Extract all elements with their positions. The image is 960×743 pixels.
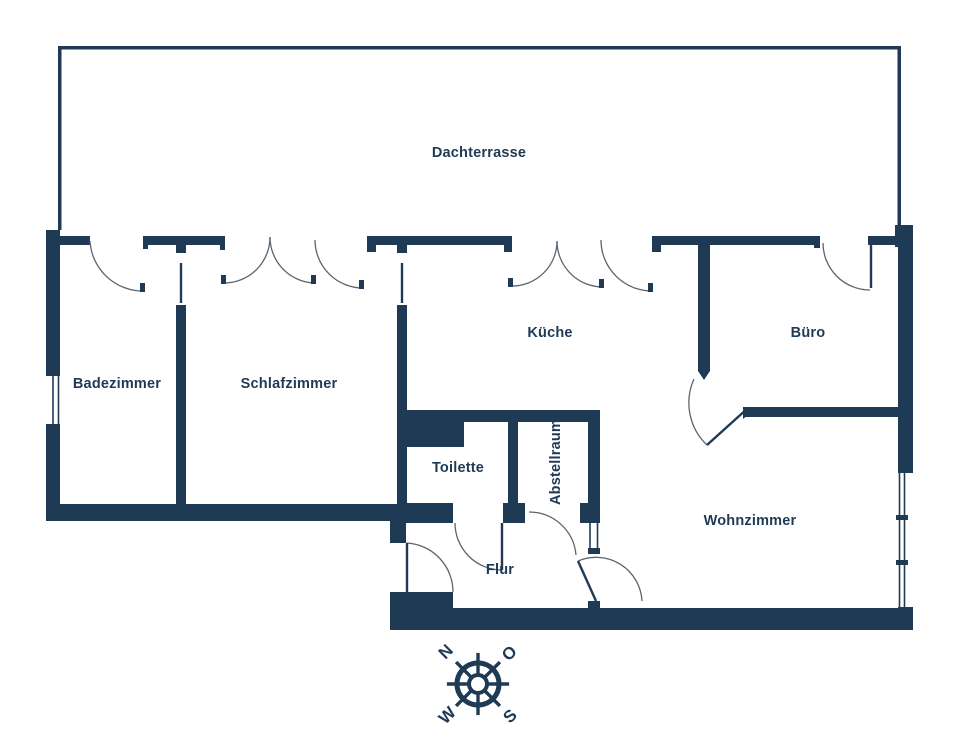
door-kueche-terrace-left: [511, 240, 558, 287]
door-kueche-wohnzimmer: [688, 378, 708, 446]
room-label-flur: Flur: [485, 562, 515, 578]
compass-ring: [454, 660, 502, 708]
door-leaves: [179, 245, 873, 602]
room-label-badezimmer: Badezimmer: [72, 376, 162, 392]
door-schlafzimmer-terrace-single: [314, 239, 364, 289]
room-label-schlafzimmer: Schlafzimmer: [240, 376, 338, 392]
terrace-walls: [58, 46, 901, 230]
windows: [52, 374, 908, 607]
door-kueche-terrace-single: [600, 239, 653, 292]
door-schlafzimmer-terrace-left: [224, 236, 271, 284]
room-label-dachterrasse: Dachterrasse: [431, 145, 527, 161]
door-kueche-terrace-right: [556, 240, 604, 288]
compass-label-o: O: [498, 642, 521, 665]
walls: [46, 225, 913, 630]
door-leaf-wohnzimmer-flur: [576, 560, 598, 602]
door-badezimmer: [89, 240, 144, 292]
room-label-kueche: Küche: [527, 325, 573, 341]
compass-label-n: N: [435, 641, 457, 663]
door-arcs: [89, 236, 871, 602]
door-end-ticks: [140, 275, 653, 292]
compass-hub: [467, 673, 489, 695]
door-wohnzimmer-flur: [577, 556, 643, 602]
door-abstellraum: [528, 511, 577, 556]
door-buero: [822, 242, 871, 291]
room-label-wohnzimmer: Wohnzimmer: [703, 513, 797, 529]
door-leaf-kueche-wohnzimmer: [706, 407, 749, 446]
room-label-toilette: Toilette: [431, 460, 485, 476]
room-label-abstellraum: Abstellraum: [548, 419, 564, 505]
door-schlafzimmer-terrace-right: [269, 236, 316, 284]
window-badezimmer: [52, 374, 60, 425]
room-label-buero: Büro: [790, 325, 826, 341]
compass-label-s: S: [499, 705, 520, 726]
door-toilette: [454, 522, 503, 571]
window-wohnzimmer: [896, 472, 908, 607]
door-entrance: [406, 542, 454, 593]
window-flur-panel: [588, 523, 600, 554]
